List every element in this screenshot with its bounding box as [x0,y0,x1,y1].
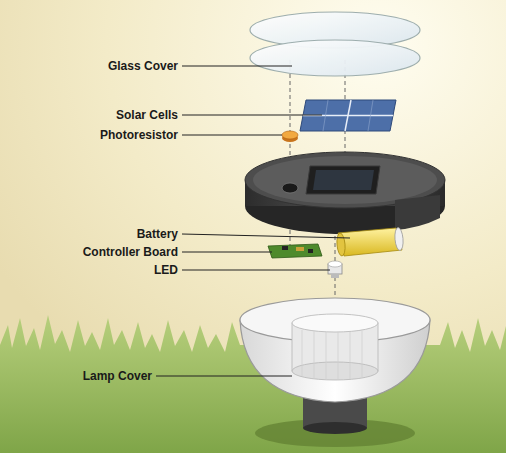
controller-board [268,244,322,258]
ground-shadow [255,419,415,447]
leader-lines [156,66,350,376]
part-label: Lamp Cover [83,369,152,383]
battery [336,227,404,256]
part-label: Solar Cells [116,108,178,122]
part-label: Battery [137,227,178,241]
lamp-cover [240,298,430,434]
part-label: Photoresistor [100,128,178,142]
part-label: Glass Cover [108,59,178,73]
grass [0,315,506,453]
part-label: LED [154,263,178,277]
part-label: Controller Board [83,245,178,259]
led [328,261,342,278]
photoresistor [282,131,298,142]
housing [245,152,445,234]
glass-cover-bottom [250,40,420,76]
